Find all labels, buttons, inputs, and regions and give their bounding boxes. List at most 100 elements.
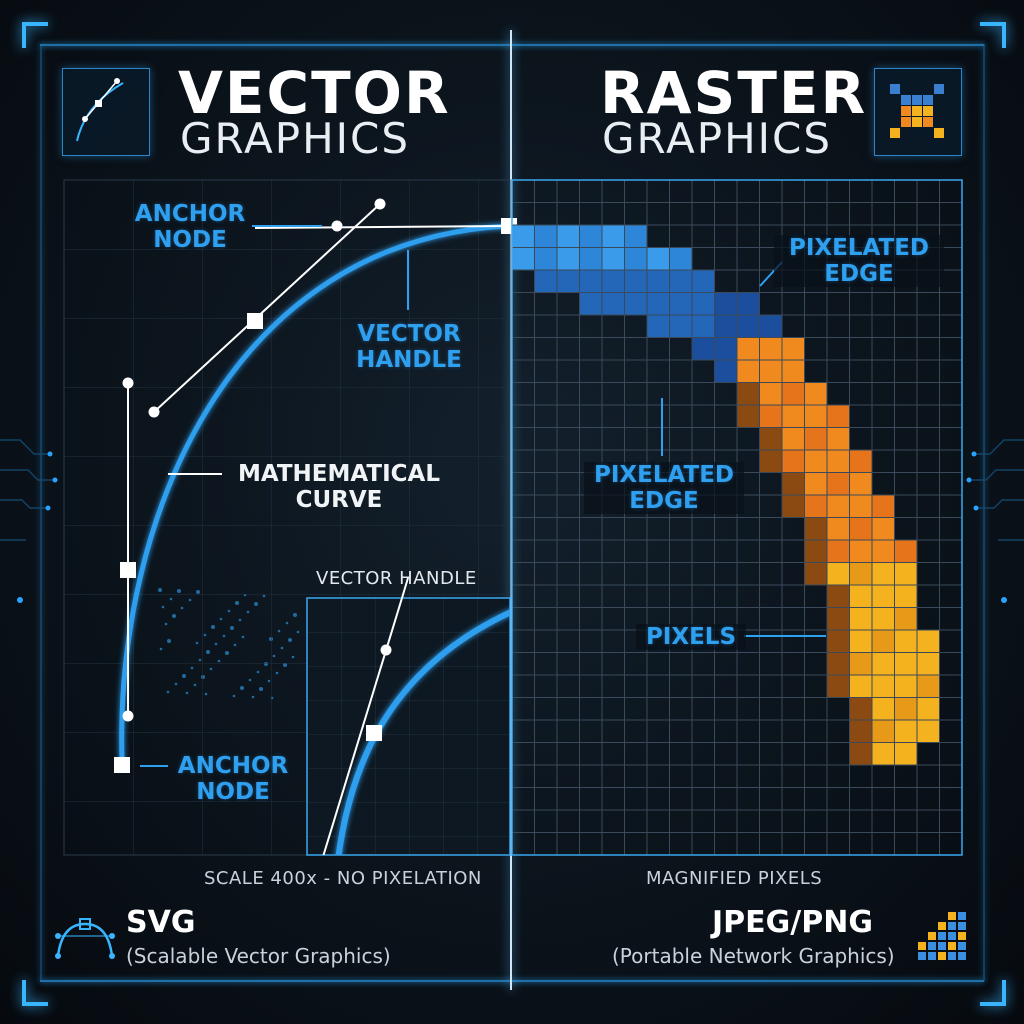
pixel <box>714 292 737 315</box>
pixelated-edge-label-top: PIXELATED EDGE <box>774 235 944 287</box>
pixel <box>894 562 917 585</box>
pixel <box>890 84 900 94</box>
pixel <box>827 607 850 630</box>
inset-curve <box>335 609 510 855</box>
pixel <box>928 932 936 940</box>
pixel <box>827 427 850 450</box>
pixel <box>938 932 946 940</box>
pixel <box>827 630 850 653</box>
pixelated-edge-label-middle: PIXELATED EDGE <box>584 462 744 514</box>
handle-point <box>122 710 134 722</box>
pixel <box>512 225 535 248</box>
pixel <box>804 562 827 585</box>
pixel <box>782 360 805 383</box>
pixel <box>782 472 805 495</box>
pixel <box>872 697 895 720</box>
pixel <box>714 315 737 338</box>
pixel <box>512 247 535 270</box>
anchor-node <box>114 757 130 773</box>
pixel <box>958 912 966 920</box>
pixel <box>737 315 760 338</box>
pixel <box>928 942 936 950</box>
pixel <box>759 315 782 338</box>
pixel <box>948 912 956 920</box>
pixel <box>917 652 940 675</box>
frame-right-line <box>983 44 985 981</box>
pixel <box>782 337 805 360</box>
vector-handle-label: VECTOR HANDLE <box>356 321 462 373</box>
pixel <box>827 495 850 518</box>
pixel <box>912 95 922 105</box>
pixel <box>917 697 940 720</box>
pixel <box>737 292 760 315</box>
pixel <box>557 247 580 270</box>
handle-point <box>374 198 386 210</box>
pixel <box>917 720 940 743</box>
corner-bottom-right <box>980 980 1006 1006</box>
pixel <box>759 450 782 473</box>
anchor-node-label-top: ANCHOR NODE <box>134 201 246 253</box>
vector-header-icon <box>62 68 150 156</box>
pixel <box>714 337 737 360</box>
pixel <box>958 932 966 940</box>
pixel <box>534 225 557 248</box>
svg-format-name: SVG <box>126 905 196 940</box>
pixel <box>602 247 625 270</box>
pixel <box>849 585 872 608</box>
frame-top-line <box>40 44 984 46</box>
pixel <box>917 630 940 653</box>
pixel <box>958 942 966 950</box>
pixel <box>849 742 872 765</box>
pixel <box>849 652 872 675</box>
pixel <box>624 292 647 315</box>
handle-point <box>331 220 343 232</box>
anchor-node <box>120 562 136 578</box>
pixel <box>534 247 557 270</box>
inset-handle-line <box>401 577 409 599</box>
pixel <box>901 106 911 116</box>
pixel <box>923 95 933 105</box>
pixel <box>849 472 872 495</box>
pixel <box>894 720 917 743</box>
pixel <box>849 540 872 563</box>
pixel <box>579 225 602 248</box>
pixel <box>579 247 602 270</box>
pixel <box>901 95 911 105</box>
pixel <box>849 675 872 698</box>
pixel <box>782 427 805 450</box>
pixel <box>759 405 782 428</box>
corner-top-left <box>22 22 48 48</box>
pixel <box>692 315 715 338</box>
pixel <box>872 675 895 698</box>
pixel <box>714 360 737 383</box>
pixel <box>602 270 625 293</box>
pixel <box>849 495 872 518</box>
pixel <box>804 382 827 405</box>
pixel <box>782 495 805 518</box>
pixel <box>647 270 670 293</box>
handle-point <box>380 644 392 656</box>
pixel <box>692 337 715 360</box>
pixel <box>804 540 827 563</box>
pixel <box>804 450 827 473</box>
anchor-node-label-bottom: ANCHOR NODE <box>177 753 289 805</box>
pixel <box>827 405 850 428</box>
pixel <box>759 427 782 450</box>
pixel <box>948 922 956 930</box>
pixel <box>938 922 946 930</box>
jpeg-png-format-description: (Portable Network Graphics) <box>612 944 895 968</box>
pixel <box>894 540 917 563</box>
pixel <box>669 315 692 338</box>
inset-handle-line <box>322 598 403 855</box>
jpeg-png-format-name: JPEG/PNG <box>712 905 873 940</box>
raster-title: RASTER <box>600 59 868 127</box>
raster-caption: MAGNIFIED PIXELS <box>646 868 823 889</box>
pixel <box>737 382 760 405</box>
pixel <box>872 562 895 585</box>
pixel <box>872 720 895 743</box>
pixel <box>534 270 557 293</box>
pixel <box>827 585 850 608</box>
pixel <box>579 270 602 293</box>
pixel <box>827 675 850 698</box>
pixel <box>624 270 647 293</box>
